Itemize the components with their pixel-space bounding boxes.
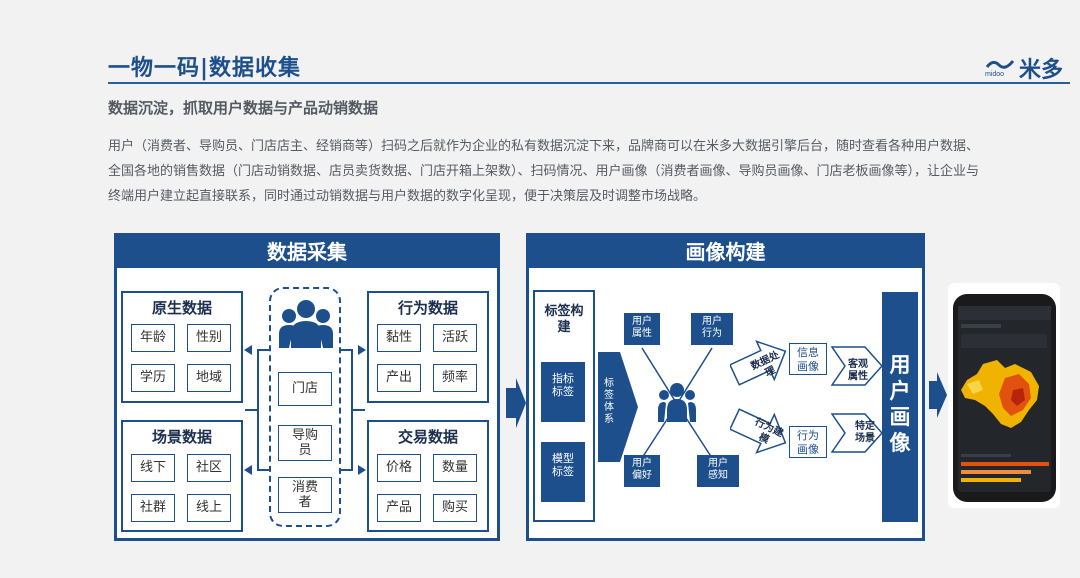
native-item: 年龄 [131,324,175,352]
scene-data-title: 场景数据 [151,428,212,446]
data-collection-title: 数据采集 [117,236,497,268]
scene-item: 社群 [131,494,175,522]
trade-item: 购买 [433,494,477,522]
tag-build-title: 标签构建 [544,304,584,335]
behavior-data-title: 行为数据 [397,299,458,317]
user-pref-box: 用户偏好 [624,455,660,487]
portrait-build-title: 画像构建 [529,236,922,268]
behavior-portrait-box: 行为画像 [789,426,827,458]
user-behavior-box: 用户行为 [691,313,733,345]
role-guide: 导购员 [278,425,332,461]
users-group-icon [279,298,333,354]
scene-item: 社区 [187,454,231,482]
user-attr-box: 用户属性 [624,313,660,345]
trade-item: 数量 [433,454,477,482]
scene-item: 线上 [187,494,231,522]
to-phone-arrow-icon [929,372,947,418]
tag-system-arrow-icon [598,352,638,462]
trade-item: 产品 [377,494,421,522]
logo-wave-icon: midoo [985,57,1015,79]
native-item: 性别 [187,324,231,352]
phone-device [953,294,1056,502]
objective-attr-arrow-icon [831,346,883,386]
logo-text: 米多 [1019,58,1064,83]
behavior-model-arrow-icon [730,408,787,454]
native-item: 地域 [187,364,231,392]
specific-scene-label: 特定场景 [855,421,875,444]
trade-item: 价格 [377,454,421,482]
info-portrait-box: 信息画像 [789,343,827,375]
behavior-item: 活跃 [433,324,477,352]
role-store: 门店 [278,372,332,406]
user-percept-box: 用户感知 [697,455,739,487]
objective-attr-label: 客观属性 [848,359,868,382]
phone-screen-map-icon [958,306,1051,492]
page-title: 一物一码|数据收集 [108,56,302,81]
behavior-item: 频率 [433,364,477,392]
title-divider [108,82,1070,84]
index-tag-box: 指标标签 [541,362,585,422]
scene-item: 线下 [131,454,175,482]
flow-arrow-icon [506,378,526,428]
logo-small-text: midoo [985,71,1005,78]
user-roles-group [269,287,341,527]
section-subtitle: 数据沉淀，抓取用户数据与产品动销数据 [108,99,379,117]
behavior-item: 产出 [377,364,421,392]
native-data-title: 原生数据 [151,299,212,317]
trade-data-title: 交易数据 [397,428,458,446]
brand-logo: midoo 米多 [985,52,1063,84]
collection-connectors [244,345,366,475]
user-portrait-box: 用户画像 [882,292,918,522]
native-item: 学历 [131,364,175,392]
model-tag-box: 模型标签 [541,442,585,502]
user-center-icon [658,382,696,426]
data-process-arrow-icon [730,340,787,386]
description-paragraph: 用户（消费者、导购员、门店店主、经销商等）扫码之后就作为企业的私有数据沉淀下来，… [108,139,980,204]
behavior-item: 黏性 [377,324,421,352]
role-consumer: 消费者 [278,477,332,513]
tag-system-label: 标签体系 [604,378,614,425]
specific-scene-arrow-icon [831,413,883,453]
